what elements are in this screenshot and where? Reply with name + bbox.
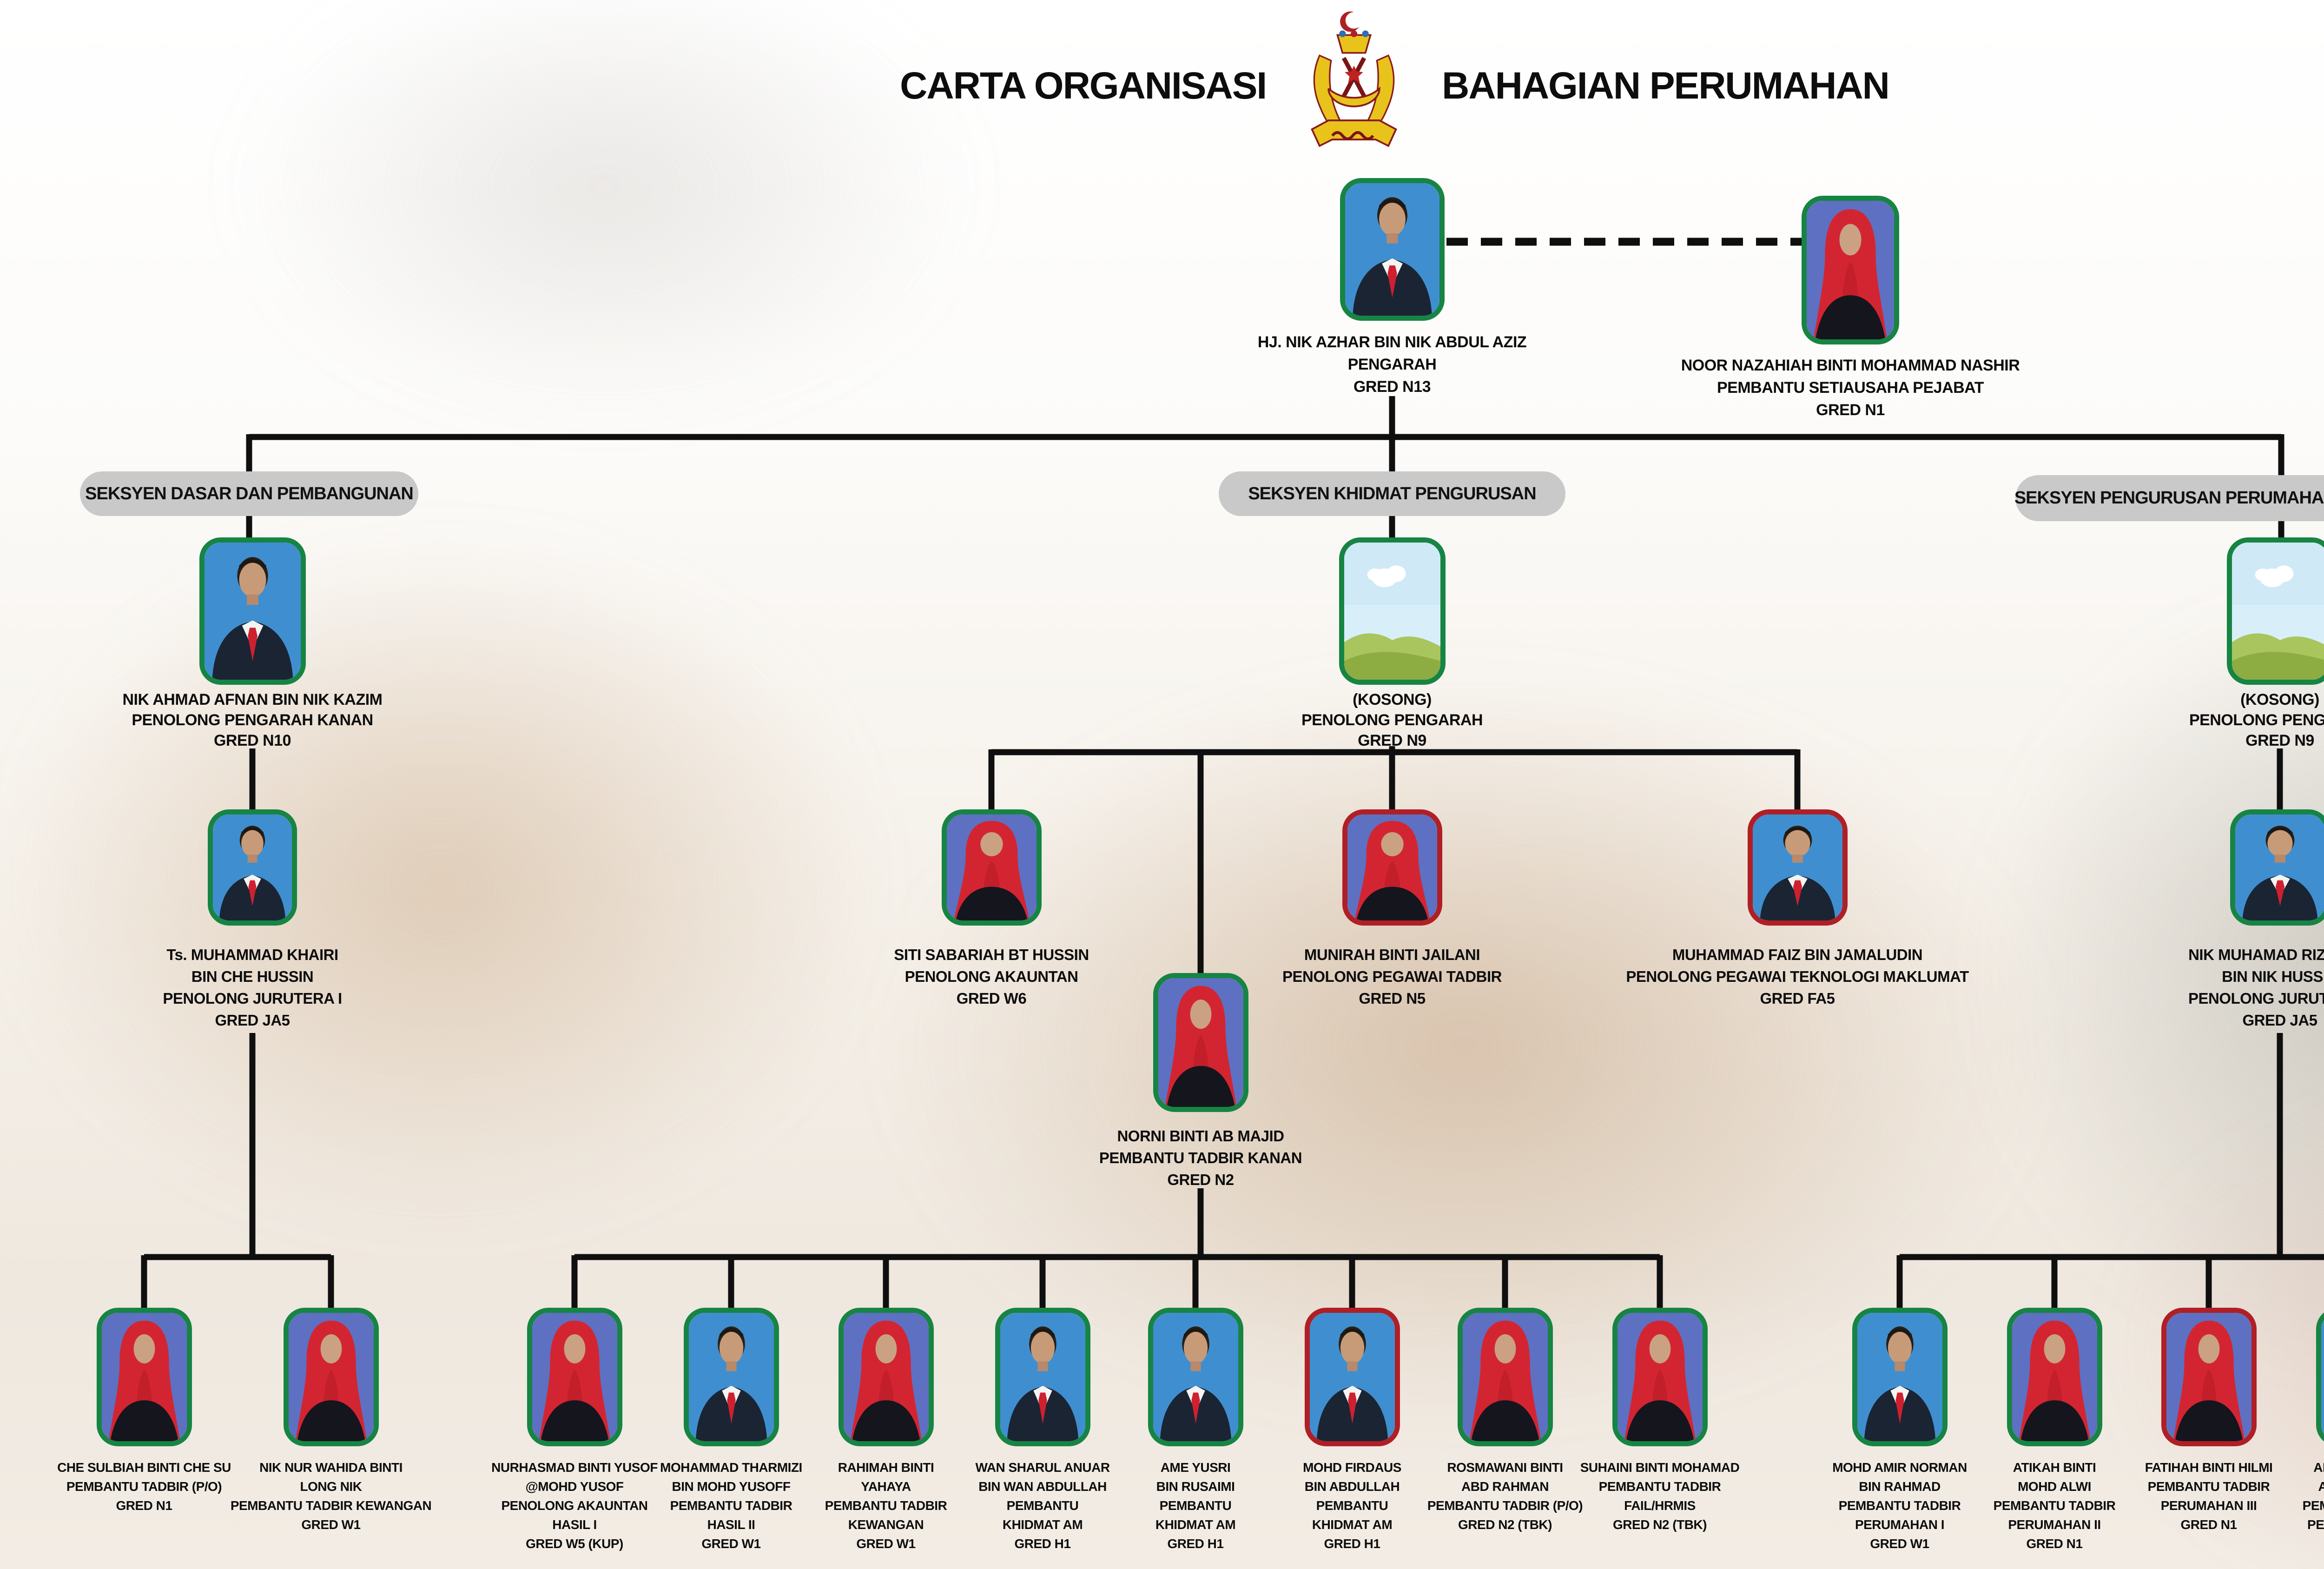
solid-connectors (141, 396, 2324, 1311)
section-header-perumahan-dan-penguatkuasaan: SEKSYEN PENGURUSAN PERUMAHAN DAN PENGUAT… (2014, 475, 2324, 521)
section-header-khidmat-pengurusan: SEKSYEN KHIDMAT PENGURUSAN (1219, 471, 1565, 516)
page-title-left: CARTA ORGANISASI (900, 65, 1267, 107)
page-title: CARTA ORGANISASI BAHAGIAN PERUMAHAN (790, 7, 1999, 165)
section-header-dasar-dan-pembangunan: SEKSYEN DASAR DAN PEMBANGUNAN (80, 471, 418, 516)
page-title-right: BAHAGIAN PERUMAHAN (1442, 65, 1890, 107)
kelantan-state-crest-icon (1311, 11, 1398, 147)
